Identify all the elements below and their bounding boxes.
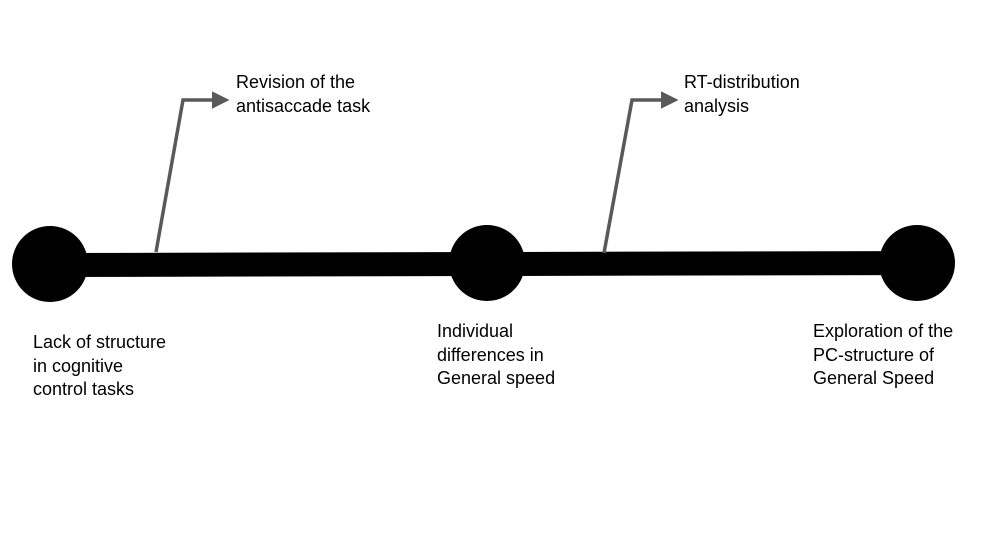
- callout-arrow-1: [154, 91, 230, 253]
- milestone-label-line: Lack of structure: [33, 332, 167, 352]
- callout-label-line: Revision of the: [236, 72, 356, 92]
- milestone-label-line: General speed: [437, 368, 556, 388]
- milestone-label-line: Exploration of the: [813, 321, 954, 341]
- milestone-label-line: Individual: [437, 321, 514, 341]
- milestone-label-line: differences in: [437, 344, 544, 365]
- milestone-label-1: Lack of structure in cognitive control t…: [33, 331, 166, 402]
- milestone-node-1: [12, 226, 88, 302]
- milestone-label-line: in cognitive: [33, 355, 124, 376]
- callout-label-1: Revision of the antisaccade task: [236, 71, 370, 118]
- milestone-node-3: [879, 225, 955, 301]
- callout-label-line: analysis: [684, 95, 750, 116]
- milestone-label-line: General Speed: [813, 368, 935, 388]
- callout-label-line: RT-distribution: [684, 72, 800, 92]
- milestone-label-3: Exploration of the PC-structure of Gener…: [813, 320, 953, 391]
- milestone-node-2: [449, 225, 525, 301]
- milestone-label-2: Individual differences in General speed: [437, 320, 555, 391]
- milestone-label-line: control tasks: [33, 379, 135, 399]
- callout-arrow-2: [602, 91, 679, 254]
- milestone-label-line: PC-structure of: [813, 344, 935, 365]
- callout-label-line: antisaccade task: [236, 95, 371, 116]
- callout-label-2: RT-distribution analysis: [684, 71, 800, 118]
